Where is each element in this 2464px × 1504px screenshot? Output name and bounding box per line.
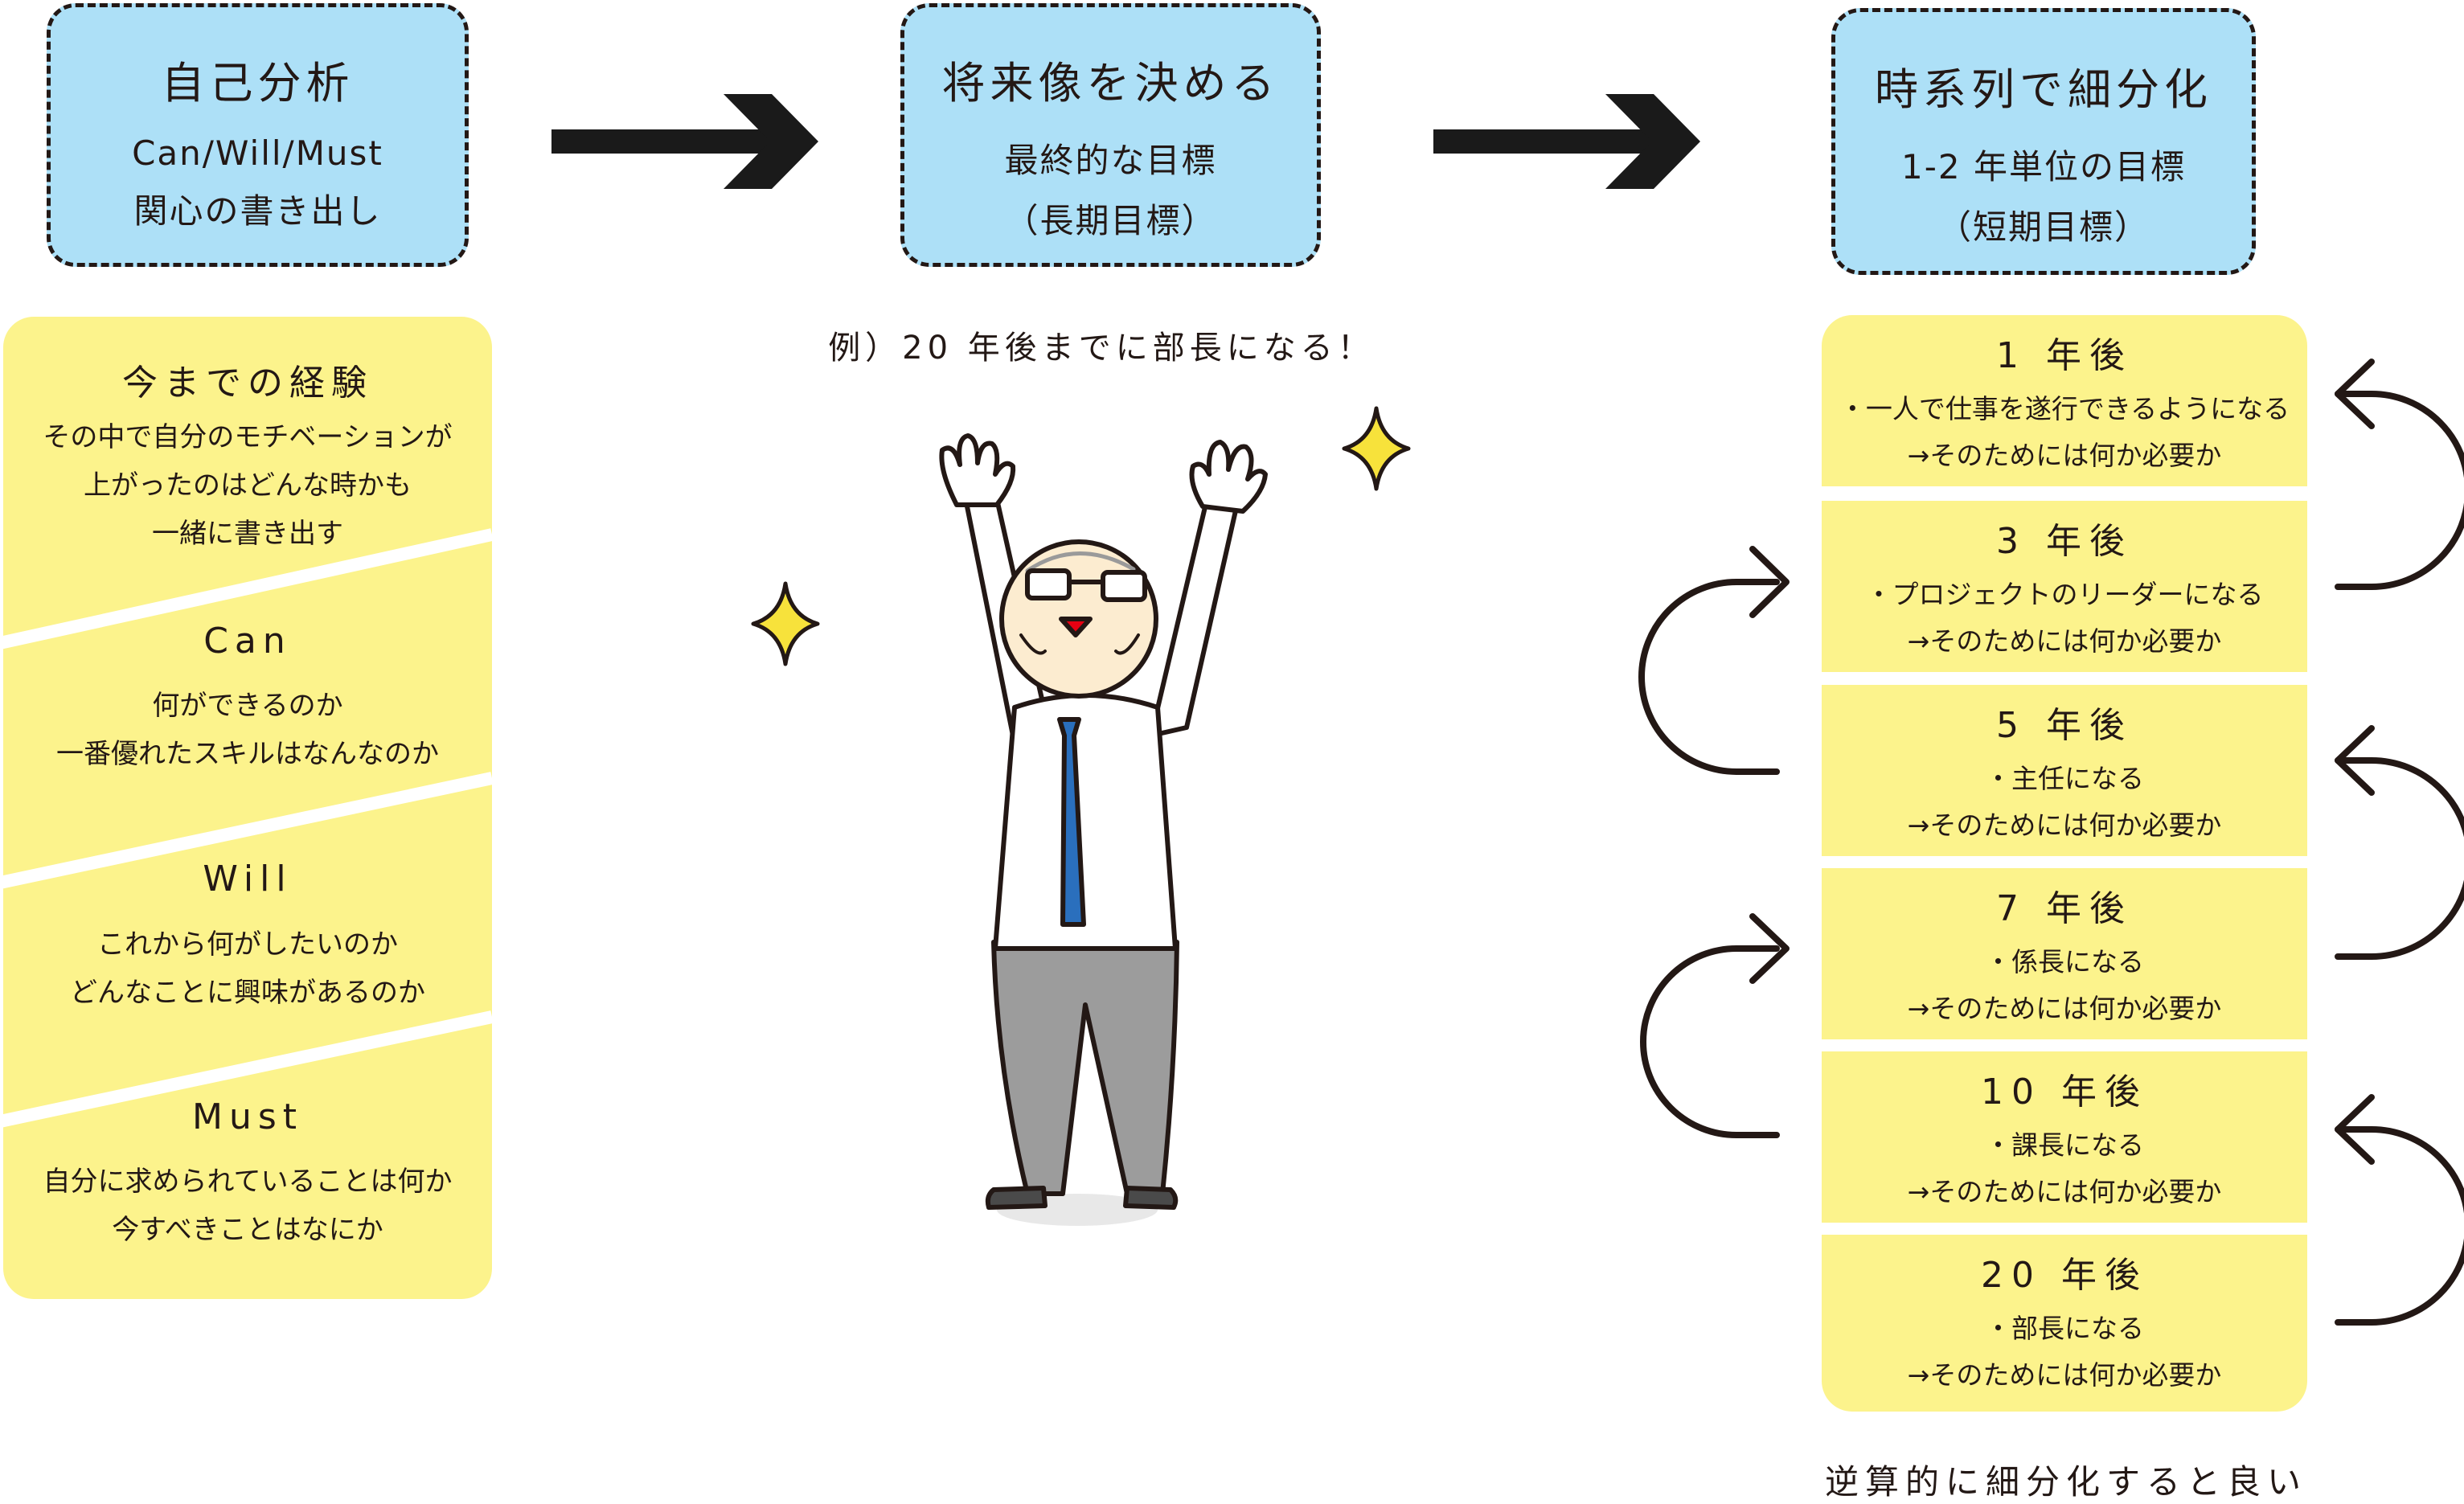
timeline-10-years: 10 年後 ・課長になる→そのためには何か必要か <box>1822 1051 2307 1223</box>
step-line: 関心の書き出し <box>133 191 382 231</box>
mouth <box>1059 617 1093 637</box>
step-title: 時系列で細分化 <box>1875 64 2212 115</box>
step-future-vision: 将来像を決める 最終的な目標 （長期目標） <box>900 3 1321 267</box>
step-breakdown: 時系列で細分化 1-2 年単位の目標 （短期目標） <box>1831 8 2256 275</box>
curved-arrow-icon <box>2335 359 2464 590</box>
left-shoe <box>985 1186 1048 1210</box>
right-shoe <box>1123 1186 1179 1210</box>
cheek <box>1114 633 1140 655</box>
analysis-panel <box>3 317 492 1299</box>
trousers <box>991 940 1179 1196</box>
shirt <box>993 693 1178 951</box>
step-line: Can/Will/Must <box>132 133 383 173</box>
glasses-left <box>1025 568 1072 600</box>
step-line: （短期目標） <box>1937 207 2150 247</box>
footer-note: 逆算的に細分化すると良い <box>1824 1462 2307 1502</box>
example-caption: 例）20 年後までに部長になる！ <box>828 330 1375 367</box>
right-arrow-icon <box>1433 94 1700 189</box>
celebrating-man-illustration <box>939 433 1268 1226</box>
step-title: 自己分析 <box>161 58 355 109</box>
step-title: 将来像を決める <box>941 58 1280 109</box>
divider <box>0 772 494 889</box>
curved-arrow-icon <box>1638 546 1790 775</box>
analysis-text-must: 自分に求められていることは何か 今すべきことはなにか <box>43 1166 453 1246</box>
analysis-text-experience: その中で自分のモチベーションが 上がったのはどんな時かも 一緒に書き出す <box>43 421 453 550</box>
sparkle-icon <box>751 581 820 666</box>
right-arm <box>1149 494 1240 738</box>
right-hand <box>1189 440 1268 514</box>
timeline-3-years: 3 年後 ・プロジェクトのリーダーになる→そのためには何か必要か <box>1822 501 2307 672</box>
timeline-5-years: 5 年後 ・主任になる→そのためには何か必要か <box>1822 685 2307 856</box>
analysis-text-can: 何ができるのか 一番優れたスキルはなんなのか <box>56 690 439 770</box>
curved-arrow-icon <box>1640 913 1790 1138</box>
divider <box>0 1010 494 1128</box>
curved-arrow-icon <box>2335 725 2464 960</box>
step-line: 1-2 年単位の目標 <box>1901 147 2186 186</box>
timeline-20-years: 20 年後 ・部長になる→そのためには何か必要か <box>1822 1235 2307 1412</box>
timeline-panel <box>1822 315 2307 1412</box>
glasses-right <box>1101 570 1147 602</box>
analysis-text-will: これから何がしたいのか どんなことに興味があるのか <box>70 928 425 1009</box>
divider <box>0 528 494 650</box>
step-line: （長期目標） <box>1004 201 1217 240</box>
cheek <box>1019 633 1047 655</box>
analysis-title-experience: 今までの経験 <box>122 363 373 404</box>
sparkle-icon <box>1342 406 1411 491</box>
curved-arrow-icon <box>2335 1094 2464 1326</box>
tie <box>1057 717 1086 927</box>
timeline-1-year: 1 年後 ・一人で仕事を遂行できるようになる→そのためには何か必要か <box>1822 315 2307 486</box>
hair <box>1025 551 1136 573</box>
analysis-title-will: Will <box>203 859 293 900</box>
right-arrow-icon <box>551 94 818 189</box>
analysis-title-can: Can <box>203 621 292 662</box>
step-self-analysis: 自己分析 Can/Will/Must 関心の書き出し <box>47 3 469 267</box>
left-hand <box>939 433 1016 507</box>
step-line: 最終的な目標 <box>1004 141 1217 180</box>
analysis-title-must: Must <box>191 1096 304 1137</box>
analysis-dividers <box>0 528 494 1128</box>
timeline-7-years: 7 年後 ・係長になる→そのためには何か必要か <box>1822 868 2307 1039</box>
